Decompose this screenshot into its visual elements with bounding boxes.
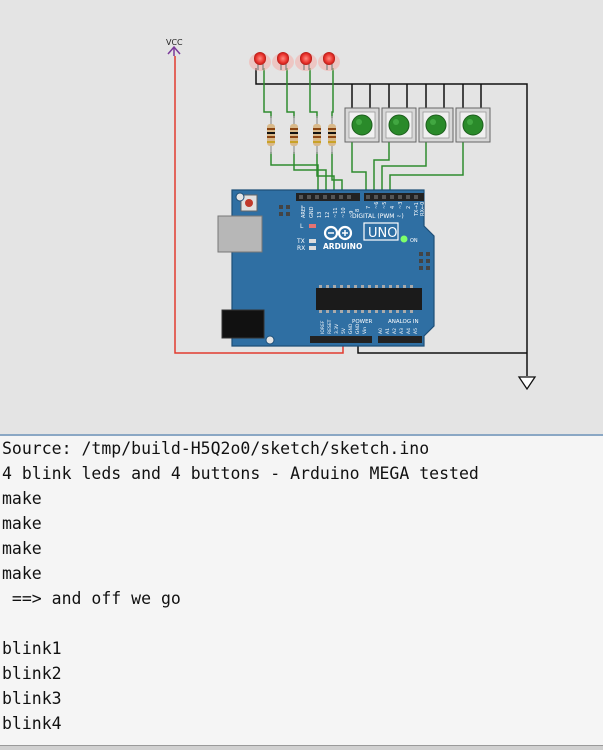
console-line: make: [2, 489, 42, 508]
power-pin-label-gnd1: GND: [348, 323, 354, 334]
arduino-uno-board[interactable]: AREF GND 13 12 ~11 ~10 ~9 8 7 ~6 ~5 4 ~3…: [217, 189, 435, 347]
rx-led: [309, 246, 316, 250]
push-button-2[interactable]: [381, 107, 417, 143]
analog-pin-label-a2: A2: [392, 328, 398, 334]
vcc-wire[interactable]: [174, 56, 344, 354]
uno-model-label: UNO: [368, 226, 397, 241]
analog-pin-label-a3: A3: [399, 328, 405, 334]
gnd-rail-wire[interactable]: [255, 68, 528, 376]
on-led-label: ON: [410, 238, 418, 244]
mount-hole: [235, 192, 245, 202]
console-line: blink4: [2, 714, 62, 733]
pin-label-1: TX→1: [414, 202, 420, 217]
power-header: [310, 336, 372, 343]
button-pin-wires: [351, 141, 464, 193]
led-1[interactable]: [249, 52, 271, 71]
l-led: [309, 224, 316, 228]
console-input-bar[interactable]: [0, 745, 603, 750]
power-pin-label-vin: Vin: [362, 327, 368, 334]
vcc-label: VCC: [166, 38, 183, 47]
circuit-diagram: VCC: [166, 38, 537, 391]
console-line: [0, 611, 603, 636]
resistor-4[interactable]: [328, 116, 336, 154]
console-line: make: [2, 514, 42, 533]
pin-label-10: ~10: [341, 207, 347, 218]
led-2[interactable]: [272, 52, 294, 71]
pin-label-8: 8: [355, 209, 361, 212]
led-resistor-wires: [263, 68, 334, 118]
pin-label-9: ~9: [349, 211, 355, 218]
pin-label-11: ~11: [333, 207, 339, 218]
pin-label-7: 7: [366, 206, 372, 209]
icsp-header-top: [279, 205, 290, 216]
console-line: 4 blink leds and 4 buttons - Arduino MEG…: [2, 464, 479, 483]
led-3[interactable]: [295, 52, 317, 71]
gnd-pin-label: GND: [309, 206, 315, 218]
pin-label-3: ~3: [398, 202, 404, 209]
push-button-4[interactable]: [455, 107, 491, 143]
analog-header-label: ANALOG IN: [388, 319, 419, 325]
arduino-logo-icon: [323, 225, 353, 241]
led-4[interactable]: [318, 52, 340, 71]
ground-symbol[interactable]: [517, 376, 537, 391]
digital-header-label: DIGITAL (PWM ~): [352, 213, 404, 220]
console-line: ==> and off we go: [2, 589, 181, 608]
analog-pin-label-a1: A1: [385, 328, 391, 334]
pin-label-0: RX←0: [420, 202, 426, 216]
rx-led-label: RX: [297, 245, 305, 252]
arduino-brand-label: ARDUINO: [323, 242, 362, 251]
power-led: [400, 235, 408, 243]
serial-console-output[interactable]: Source: /tmp/build-H5Q2o0/sketch/sketch.…: [0, 436, 603, 746]
pin-label-12: 12: [325, 212, 331, 218]
aref-pin-label: AREF: [301, 205, 307, 218]
power-pin-label-ioref: IOREF: [320, 320, 326, 334]
power-pin-label-3v3: 3.3V: [334, 323, 340, 334]
console-line: make: [2, 564, 42, 583]
analog-pin-label-a0: A0: [378, 328, 384, 334]
console-line: blink3: [2, 689, 62, 708]
button-gnd-wires: [351, 84, 482, 108]
analog-pin-label-a4: A4: [406, 328, 412, 334]
push-button-3[interactable]: [418, 107, 454, 143]
analog-pin-label-a5: A5: [413, 328, 419, 334]
vcc-symbol[interactable]: VCC: [166, 38, 183, 56]
resistor-3[interactable]: [313, 116, 321, 154]
resistor-pin-wires: [270, 152, 343, 193]
pin-label-2: 2: [406, 206, 412, 209]
mount-hole: [265, 335, 275, 345]
resistor-2[interactable]: [290, 116, 298, 154]
panel-divider[interactable]: [0, 434, 603, 436]
icsp-header-right: [419, 252, 430, 270]
digital-header-left: [296, 193, 360, 201]
l-led-label: L: [300, 223, 304, 230]
usb-port: [217, 215, 263, 253]
pin-label-5: ~5: [382, 202, 388, 209]
console-line: make: [2, 539, 42, 558]
push-button-1[interactable]: [344, 107, 380, 143]
pin-label-6: ~6: [374, 202, 380, 209]
power-pin-label-gnd2: GND: [355, 323, 361, 334]
analog-header: [378, 336, 422, 343]
simulation-canvas[interactable]: VCC: [0, 0, 603, 434]
atmega-chip: [316, 288, 422, 310]
power-header-label: POWER: [352, 319, 373, 325]
tx-led: [309, 239, 316, 243]
tx-led-label: TX: [296, 238, 305, 245]
console-line: Source: /tmp/build-H5Q2o0/sketch/sketch.…: [2, 439, 430, 458]
power-pin-label-reset: RESET: [327, 319, 333, 334]
resistor-1[interactable]: [267, 116, 275, 154]
power-pin-label-5v: 5V: [341, 327, 347, 334]
pin-label-4: 4: [390, 206, 396, 209]
console-line: blink2: [2, 664, 62, 683]
pin-label-13: 13: [317, 212, 323, 218]
power-jack: [221, 309, 265, 339]
console-line: blink1: [2, 639, 62, 658]
